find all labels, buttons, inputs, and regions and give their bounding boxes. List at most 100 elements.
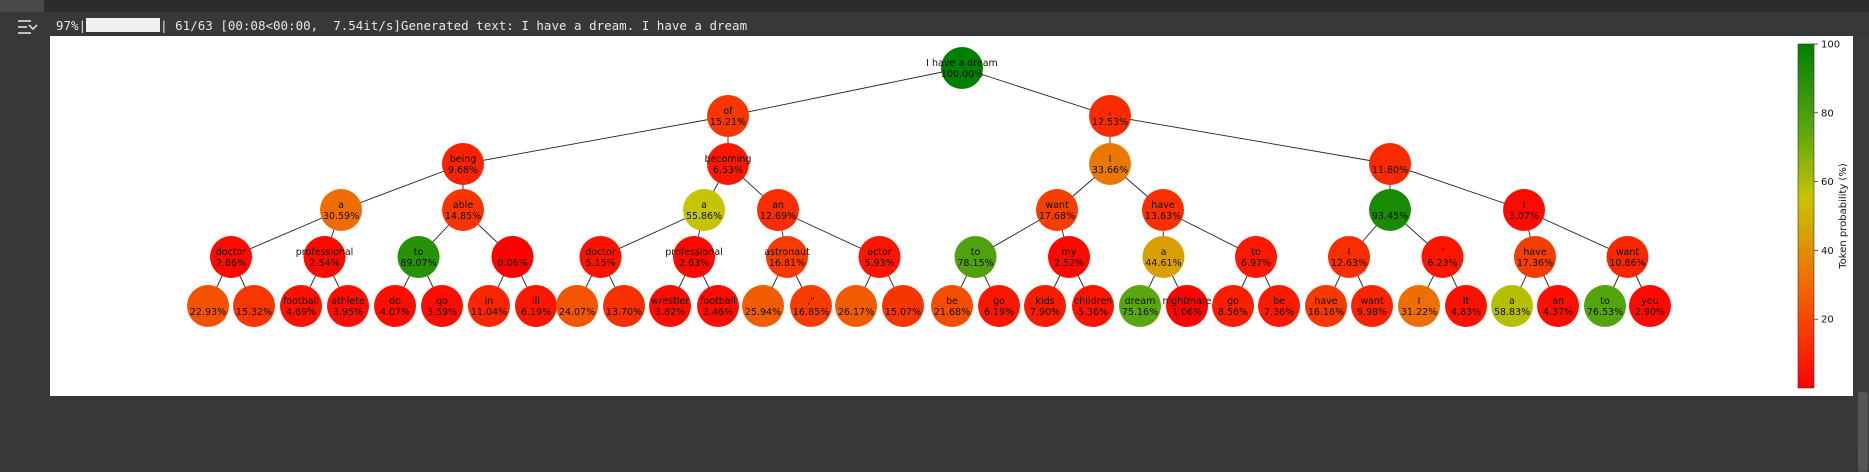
tree-node-circle xyxy=(421,285,463,327)
tree-node-probability: 93.45% xyxy=(1372,211,1408,222)
vertical-scrollbar[interactable] xyxy=(1857,36,1869,472)
scrollbar-thumb[interactable] xyxy=(1858,392,1868,472)
tree-node-circle xyxy=(1369,189,1411,231)
tree-node: It4.83% xyxy=(1445,285,1487,327)
colorbar-tick-label: 40 xyxy=(1821,246,1834,257)
tree-node-circle xyxy=(978,285,1020,327)
beam-search-tree: I have a dream100.00%of15.21%,12.53%bein… xyxy=(187,40,1849,389)
tree-node: 26.17% xyxy=(835,285,877,327)
tree-node-probability: 17.36% xyxy=(1517,258,1553,269)
tree-node-circle xyxy=(1235,236,1277,278)
tree-node-probability: 15.21% xyxy=(710,117,746,128)
tree-node-token: be xyxy=(946,296,958,307)
notebook-top-bar xyxy=(0,0,1869,12)
tree-node-circle xyxy=(1166,285,1208,327)
tree-node-token: my xyxy=(1062,247,1077,258)
tree-node-token: do xyxy=(389,296,401,307)
tree-node-probability: 26.17% xyxy=(838,307,874,318)
tree-node-circle xyxy=(1514,236,1556,278)
tree-node-circle xyxy=(697,285,739,327)
tree-node-circle xyxy=(1369,143,1411,185)
tree-node-token: kids xyxy=(1035,296,1054,307)
progress-status-text: | 61/63 [00:08<00:00, 7.54it/s]Generated… xyxy=(160,18,748,33)
tree-node-token: have xyxy=(1523,247,1546,258)
tree-node-token: want xyxy=(1360,296,1384,307)
tree-node: 0.06% xyxy=(491,236,534,278)
tree-node-token: able xyxy=(453,200,473,211)
tree-node-circle xyxy=(1258,285,1300,327)
tree-node-token: to xyxy=(1600,296,1610,307)
tree-node-token: go xyxy=(436,296,448,307)
tree-node-probability: 12.69% xyxy=(760,211,796,222)
tree-node-probability: 16.16% xyxy=(1308,307,1344,318)
tree-node-circle xyxy=(468,285,510,327)
tree-node: 93.45% xyxy=(1369,189,1411,231)
tree-node-circle xyxy=(707,143,749,185)
tree-node-token: I xyxy=(1523,200,1526,211)
tree-node-probability: 4.83% xyxy=(1451,307,1481,318)
tree-node: a58.83% xyxy=(1491,285,1533,327)
colorbar-tick-label: 100 xyxy=(1821,40,1840,51)
tree-node-probability: 0.06% xyxy=(497,258,527,269)
tree-node-circle xyxy=(1606,236,1649,278)
tree-node: "6.23% xyxy=(1421,236,1464,278)
tree-node-circle xyxy=(1491,285,1533,327)
tree-node-circle xyxy=(1142,236,1185,278)
tree-node: 11.80% xyxy=(1369,143,1411,185)
tree-node: a30.59% xyxy=(320,189,362,231)
tree-node-circle xyxy=(1445,285,1487,327)
tree-node: 15.32% xyxy=(233,285,275,327)
tree-node-token: in xyxy=(485,296,494,307)
tree-node-probability: 2.86% xyxy=(216,258,246,269)
tree-node-circle xyxy=(320,189,362,231)
tree-node-probability: 9.98% xyxy=(1357,307,1387,318)
tree-edge xyxy=(1109,115,1391,165)
tree-node-circle xyxy=(1089,143,1131,185)
tree-node: do4.07% xyxy=(374,285,416,327)
progress-bar xyxy=(86,18,161,32)
tree-node-token: I xyxy=(1418,296,1421,307)
tree-node-token: a xyxy=(701,200,707,211)
tree-node-probability: 3.95% xyxy=(333,307,363,318)
tree-node-token: go xyxy=(993,296,1005,307)
tree-node-probability: 15.07% xyxy=(885,307,921,318)
tree-node-probability: 78.15% xyxy=(957,258,993,269)
tree-node-circle xyxy=(1328,236,1370,278)
tree-node-probability: 6.53% xyxy=(713,165,743,176)
tree-node-token: actor xyxy=(867,247,892,258)
tree-node-probability: 6.19% xyxy=(984,307,1014,318)
tree-node-circle xyxy=(1398,285,1440,327)
tree-node-circle xyxy=(882,285,924,327)
tree-node-circle xyxy=(1537,285,1579,327)
tree-node-probability: 13.70% xyxy=(606,307,642,318)
tree-node-circle xyxy=(1421,236,1464,278)
tree-node-token: becoming xyxy=(705,154,752,165)
tree-node-circle xyxy=(1629,285,1671,327)
tree-node-probability: 2.90% xyxy=(1635,307,1665,318)
toolbar-tab[interactable] xyxy=(0,0,44,12)
tree-node-token: doctor xyxy=(585,247,616,258)
output-collapse-icon[interactable] xyxy=(14,16,40,38)
colorbar-gradient xyxy=(1797,43,1815,389)
tree-node-probability: 3.46% xyxy=(703,307,733,318)
tree-edge xyxy=(961,67,1111,117)
tree-node-token: children xyxy=(1074,296,1112,307)
tree-node: ,12.53% xyxy=(1089,95,1131,137)
tree-node-probability: 25.94% xyxy=(745,307,781,318)
tree-node-token: of xyxy=(723,106,733,117)
tree-node-probability: 12.63% xyxy=(1331,258,1367,269)
tree-node-probability: 31.22% xyxy=(1401,307,1437,318)
tree-node-probability: 7.36% xyxy=(1264,307,1294,318)
